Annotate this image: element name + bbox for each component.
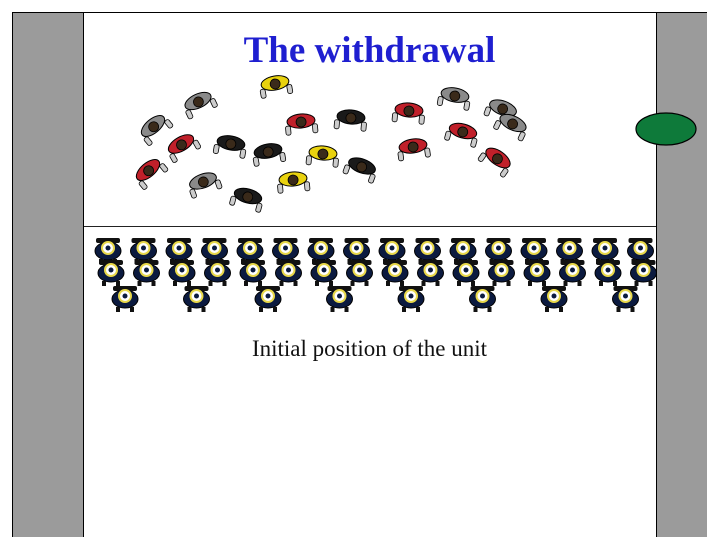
officer-figure bbox=[560, 260, 586, 286]
protester-figure bbox=[251, 141, 286, 166]
officer-figure bbox=[524, 260, 550, 286]
officer-figure bbox=[112, 286, 138, 312]
officer-figure bbox=[595, 260, 621, 286]
protester-figure bbox=[258, 73, 293, 98]
officer-figure bbox=[98, 260, 124, 286]
obstacle bbox=[636, 113, 696, 145]
protester-figure bbox=[229, 185, 265, 213]
protester-figure bbox=[186, 169, 223, 199]
officer-figure bbox=[327, 286, 353, 312]
officer-figure bbox=[489, 260, 515, 286]
protester-figure bbox=[131, 154, 168, 190]
protester-figure bbox=[276, 171, 310, 194]
officer-figure bbox=[169, 260, 195, 286]
protester-figure bbox=[334, 109, 368, 132]
protester-figure bbox=[343, 154, 380, 184]
protester-figure bbox=[396, 137, 430, 161]
protester-figure bbox=[306, 145, 340, 168]
protester-figure bbox=[493, 110, 530, 142]
protester-figure bbox=[437, 85, 472, 110]
officer-figure bbox=[311, 260, 337, 286]
crowd bbox=[131, 73, 530, 212]
scene: The withdrawal Initial position of the u… bbox=[12, 12, 707, 537]
protester-figure bbox=[164, 130, 202, 163]
officer-figure bbox=[347, 260, 373, 286]
officer-figure bbox=[613, 286, 639, 312]
officer-figure bbox=[205, 260, 231, 286]
officer-figure bbox=[631, 260, 657, 286]
officer-figure bbox=[398, 286, 424, 312]
officer-figure bbox=[418, 260, 444, 286]
protester-figure bbox=[284, 113, 318, 136]
protester-figure bbox=[136, 110, 173, 146]
protester-figure bbox=[181, 88, 218, 120]
protester-figure bbox=[444, 120, 480, 148]
officer-figure bbox=[240, 260, 266, 286]
protester-figure bbox=[477, 143, 515, 178]
figures-layer bbox=[13, 13, 707, 537]
officer-figure bbox=[541, 286, 567, 312]
protester-figure bbox=[392, 102, 426, 125]
officer-figure bbox=[184, 286, 210, 312]
officer-figure bbox=[134, 260, 160, 286]
police-unit bbox=[95, 238, 657, 312]
officer-figure bbox=[255, 286, 281, 312]
officer-figure bbox=[470, 286, 496, 312]
protester-figure bbox=[213, 133, 248, 158]
officer-figure bbox=[276, 260, 302, 286]
officer-figure bbox=[382, 260, 408, 286]
officer-figure bbox=[453, 260, 479, 286]
